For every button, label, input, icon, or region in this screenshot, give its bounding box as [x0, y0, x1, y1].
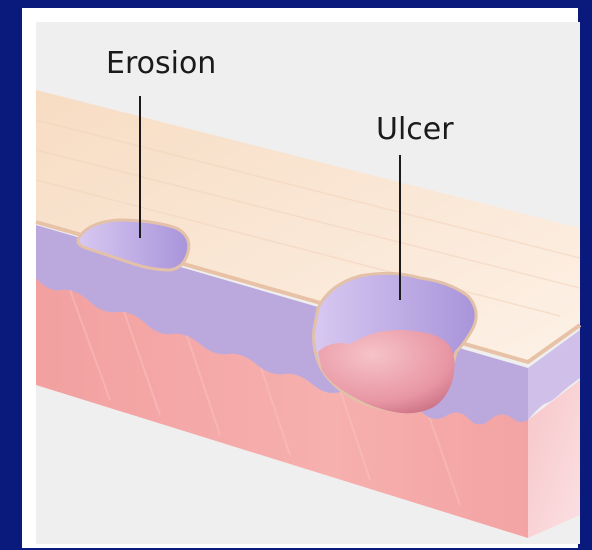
- erosion-label: Erosion: [106, 46, 216, 81]
- ulcer-label: Ulcer: [376, 112, 454, 147]
